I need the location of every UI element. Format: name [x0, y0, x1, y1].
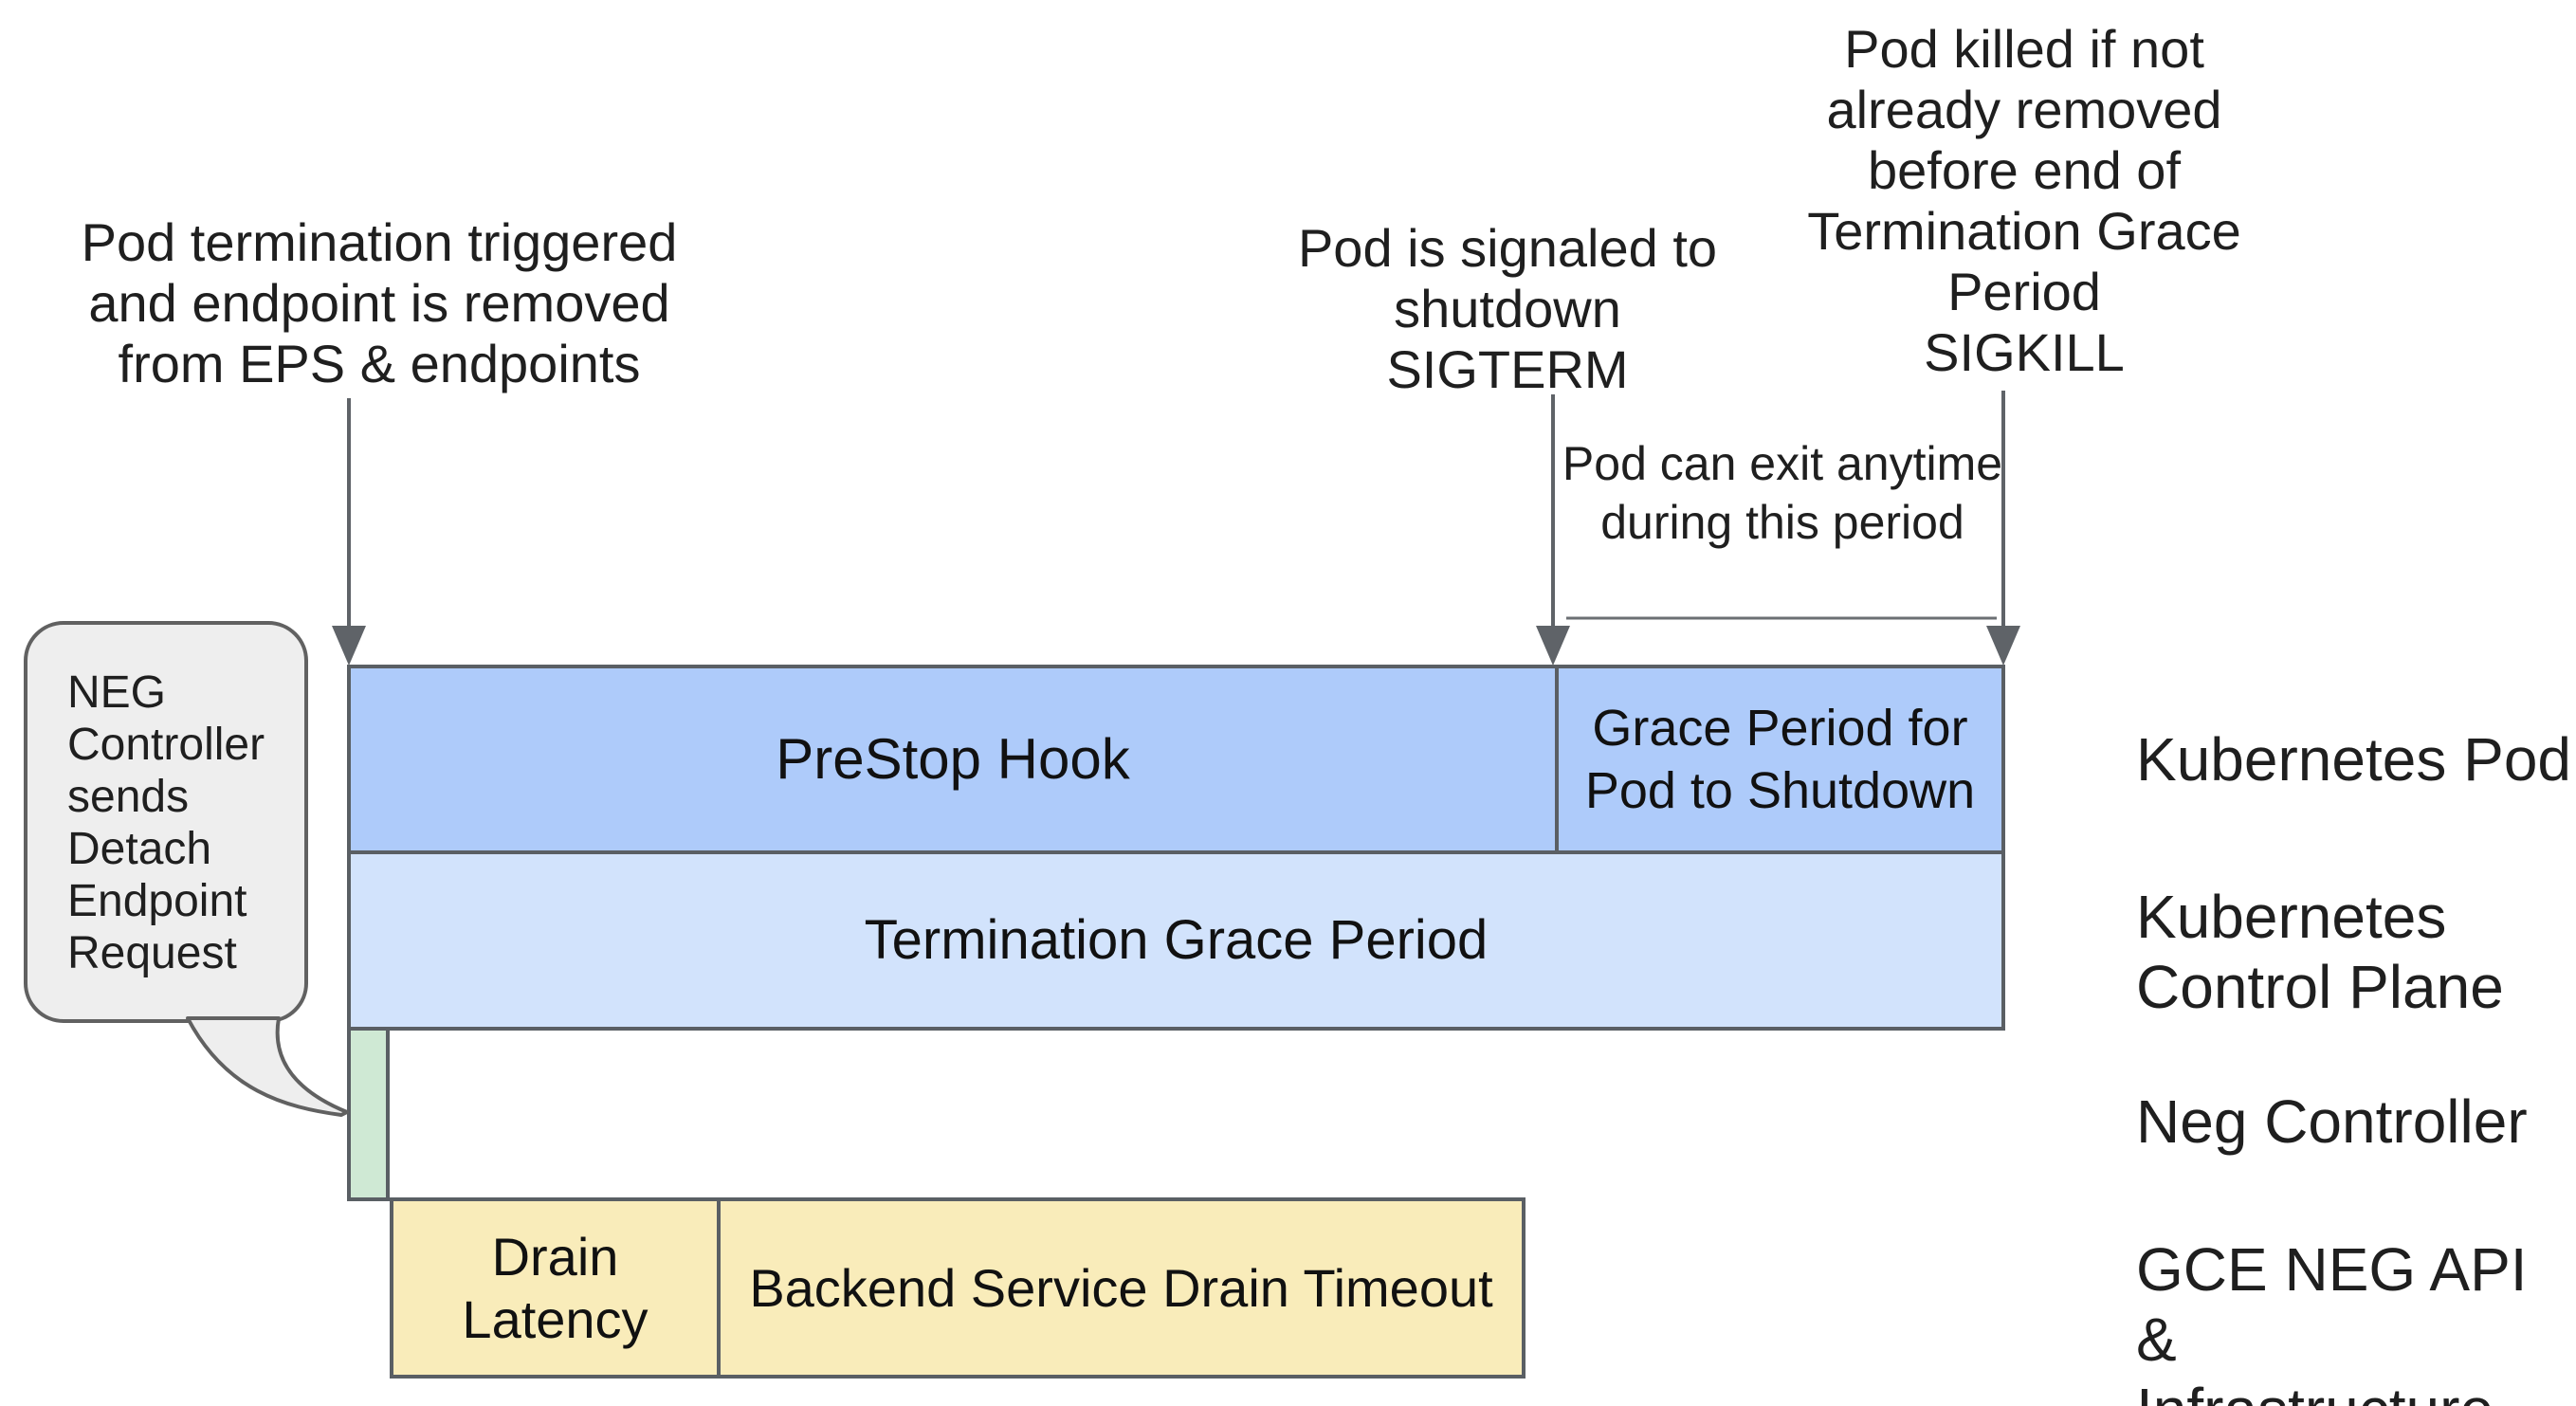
drain-latency-bar: Drain Latency [390, 1197, 721, 1379]
lane-label-gce-neg-api: GCE NEG API & Infrastructure [2136, 1235, 2528, 1406]
annotation-pod-can-exit: Pod can exit anytime during this period [1562, 437, 2003, 549]
grace-period-bar: Grace Period for Pod to Shutdown [1555, 665, 2005, 854]
backend-drain-timeout-bar: Backend Service Drain Timeout [717, 1197, 1526, 1379]
sigterm-arrow-head [1536, 626, 1570, 666]
prestop-hook-label: PreStop Hook [776, 727, 1130, 791]
annotation-pod-termination: Pod termination triggered and endpoint i… [81, 212, 678, 393]
grace-period-label: Grace Period for Pod to Shutdown [1584, 700, 1976, 819]
sigkill-arrow-head [1986, 626, 2020, 666]
termination-grace-period-label: Termination Grace Period [864, 909, 1489, 971]
annotation-pod-killed-sigkill: Pod killed if not already removed before… [1807, 19, 2241, 382]
lane-label-kubernetes-pod: Kubernetes Pod [2136, 725, 2571, 794]
lane-label-neg-controller: Neg Controller [2136, 1087, 2528, 1156]
drain-latency-label: Drain Latency [462, 1226, 649, 1349]
neg-detach-segment-bar [347, 1027, 390, 1201]
termination-trigger-arrow-head [332, 626, 366, 666]
neg-controller-speech-bubble: NEG Controller sends Detach Endpoint Req… [24, 621, 308, 1023]
termination-grace-period-bar: Termination Grace Period [347, 850, 2005, 1031]
lane-label-kubernetes-control-plane: Kubernetes Control Plane [2136, 883, 2504, 1021]
backend-drain-timeout-label: Backend Service Drain Timeout [749, 1257, 1493, 1318]
annotation-pod-signaled-sigterm: Pod is signaled to shutdown SIGTERM [1297, 218, 1718, 399]
speech-bubble-tail [186, 1016, 349, 1117]
neg-controller-speech-bubble-text: NEG Controller sends Detach Endpoint Req… [67, 667, 265, 978]
prestop-hook-bar: PreStop Hook [347, 665, 1559, 854]
